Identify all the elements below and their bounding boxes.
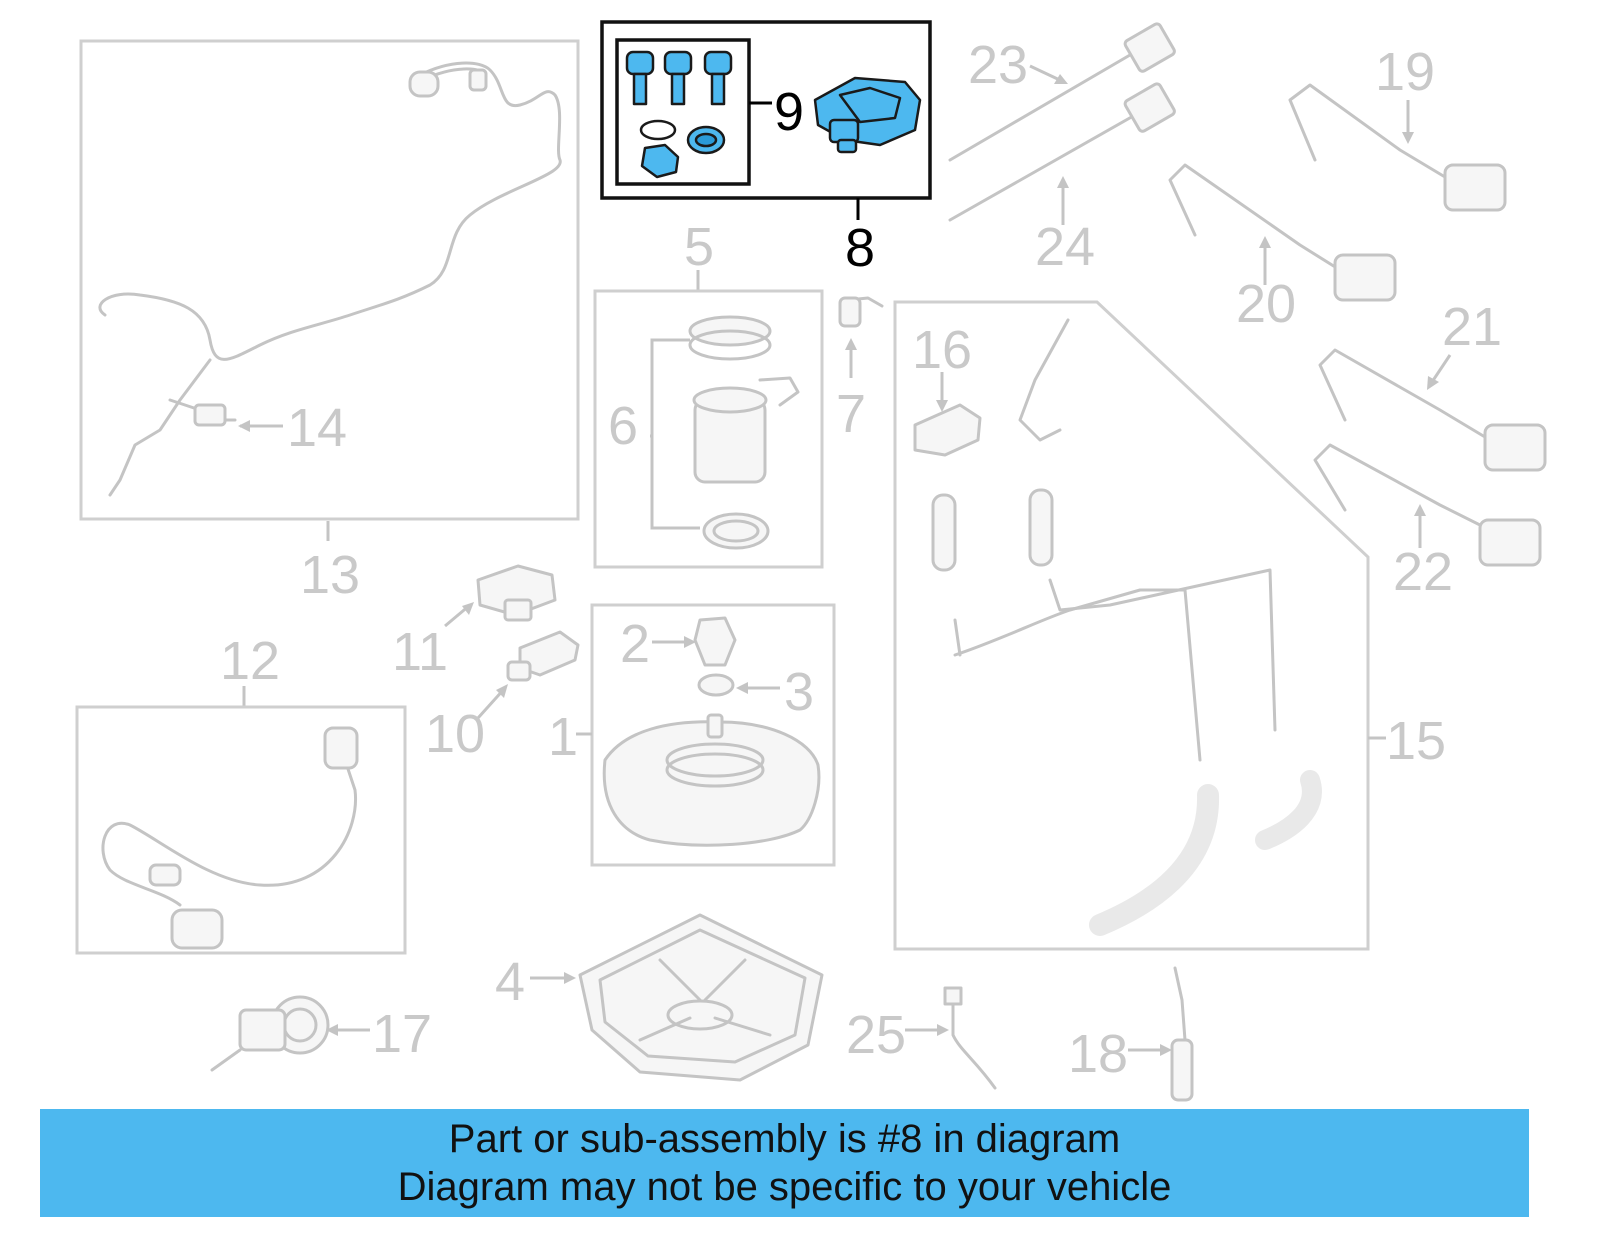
sensor-10: [506, 630, 580, 682]
fuel-pressure-regulator-8[interactable]: [813, 76, 922, 154]
callout-14: 14: [287, 398, 347, 458]
group-box-15: [893, 300, 1370, 951]
sensor-16: [913, 403, 982, 457]
o2-sensor-21: [1318, 348, 1547, 472]
callout-5: 5: [684, 217, 714, 277]
sensor-harness-12: [101, 726, 359, 950]
callout-1: 1: [548, 707, 578, 767]
callout-20: 20: [1236, 274, 1296, 334]
arrow-25: [937, 1024, 949, 1036]
arrow-2: [684, 636, 696, 648]
wire-25: [943, 986, 997, 1090]
bolt-set-9: [625, 50, 733, 179]
banner-line-1: Part or sub-assembly is #8 in diagram: [448, 1117, 1121, 1161]
callout-10: 10: [425, 704, 485, 764]
sensor-18: [1170, 966, 1194, 1102]
callout-24: 24: [1035, 217, 1095, 277]
arrow-24: [1057, 176, 1069, 188]
callout-18: 18: [1068, 1024, 1128, 1084]
connector-7: [838, 296, 884, 328]
sensor-11: [476, 564, 557, 622]
callout-16: 16: [912, 320, 972, 380]
group-box-12: [75, 705, 407, 955]
tank-shield-4: [578, 913, 824, 1082]
callout-23: 23: [968, 35, 1028, 95]
o2-sensor-22: [1313, 443, 1542, 567]
tank-flange-1: [602, 616, 821, 847]
arrow-23: [1054, 74, 1068, 84]
callout-15: 15: [1386, 711, 1446, 771]
temp-sensor-24: [948, 82, 1176, 222]
callout-17: 17: [372, 1004, 432, 1064]
valve-17: [210, 995, 330, 1072]
arrow-10: [496, 684, 508, 698]
arrow-11: [462, 602, 474, 615]
arrow-16: [936, 400, 948, 412]
arrow-20: [1259, 236, 1271, 248]
arrow-18: [1160, 1044, 1172, 1056]
arrow-22: [1414, 504, 1426, 516]
temp-sensor-23: [948, 22, 1176, 162]
arrow-14: [238, 420, 250, 432]
group-box-13: [79, 39, 580, 521]
callout-8[interactable]: 8: [845, 218, 875, 278]
leader-6: [650, 338, 700, 530]
group-box-9: [615, 38, 751, 186]
group-box-5: [593, 289, 824, 569]
callout-13: 13: [300, 545, 360, 605]
info-banner: Part or sub-assembly is #8 in diagram Di…: [40, 1109, 1529, 1217]
arrow-4: [564, 972, 576, 984]
fuel-pump-6: [688, 315, 800, 550]
callout-9[interactable]: 9: [774, 82, 804, 142]
harness-13: [98, 61, 562, 497]
callout-22: 22: [1393, 542, 1453, 602]
arrow-17: [326, 1024, 338, 1036]
callout-19: 19: [1375, 42, 1435, 102]
callout-2: 2: [620, 614, 650, 674]
arrow-19: [1402, 132, 1414, 144]
arrow-7: [845, 338, 857, 350]
callout-21: 21: [1442, 297, 1502, 357]
o2-sensor-19: [1288, 83, 1507, 212]
callout-3: 3: [784, 662, 814, 722]
o2-sensor-20: [1168, 163, 1397, 302]
callout-6: 6: [608, 396, 638, 456]
callout-25: 25: [846, 1005, 906, 1065]
arrow-21: [1427, 376, 1439, 390]
hoses-15: [931, 318, 1322, 936]
callout-7: 7: [836, 384, 866, 444]
arrow-3: [736, 682, 748, 694]
banner-line-2: Diagram may not be specific to your vehi…: [397, 1165, 1172, 1209]
callout-4: 4: [495, 952, 525, 1012]
callout-12: 12: [220, 631, 280, 691]
group-box-8: [600, 20, 932, 200]
callout-11: 11: [392, 622, 448, 682]
